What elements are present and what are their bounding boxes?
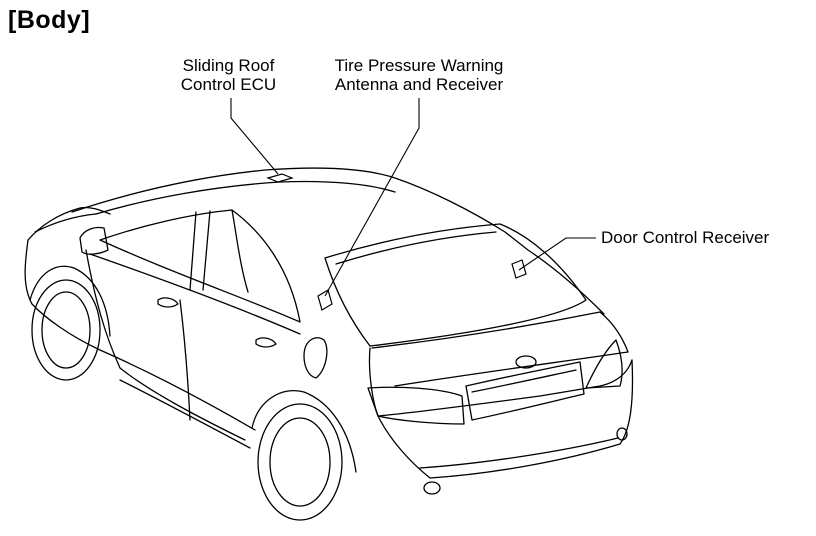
door-control-receiver-part <box>511 259 527 279</box>
sliding-roof-ecu-label-line2: Control ECU <box>180 75 277 94</box>
door-control-receiver-label: Door Control Receiver <box>601 228 770 247</box>
leader-lines <box>230 98 596 297</box>
component-markers <box>266 173 527 311</box>
sliding-roof-ecu-label-line1: Sliding Roof <box>182 56 275 75</box>
tire-pressure-label-line1: Tire Pressure Warning <box>334 56 504 75</box>
tire-pressure-label-line2: Antenna and Receiver <box>334 75 504 94</box>
sliding-roof-ecu-label: Sliding Roof Control ECU <box>166 56 291 94</box>
page-title: [Body] <box>8 6 91 34</box>
car-outline <box>24 167 634 521</box>
tire-pressure-leader <box>324 98 420 297</box>
tire-pressure-label: Tire Pressure Warning Antenna and Receiv… <box>318 56 520 94</box>
tire-pressure-antenna-part <box>317 289 333 311</box>
sliding-roof-ecu-part <box>266 173 294 183</box>
door-control-receiver-leader <box>518 237 596 271</box>
sliding-roof-ecu-leader <box>230 98 279 175</box>
